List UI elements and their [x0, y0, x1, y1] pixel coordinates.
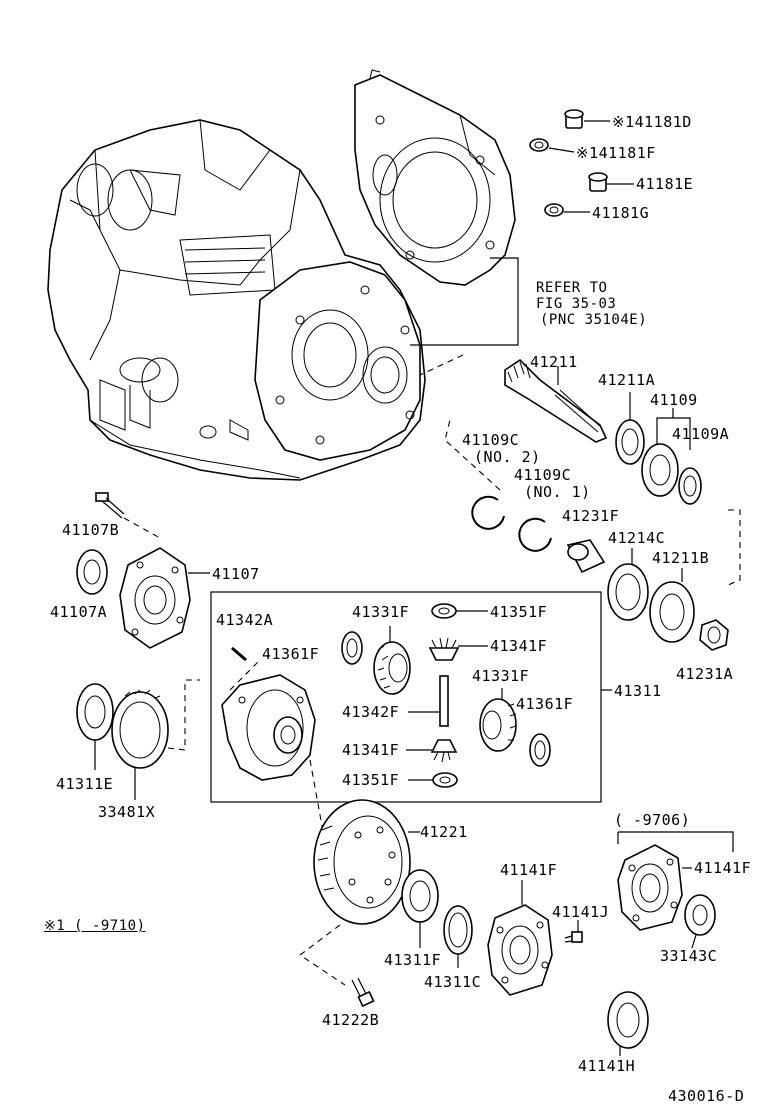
bearing-41311E-drawing — [76, 683, 114, 770]
part-label-41351F-a[interactable]: 41351F — [490, 603, 548, 621]
part-label-41211[interactable]: 41211 — [530, 353, 578, 371]
part-label-41109C-no1[interactable]: 41109C — [514, 466, 572, 484]
snap-ring-41109C-no1-drawing — [518, 517, 552, 552]
part-label-41211A[interactable]: 41211A — [598, 371, 656, 389]
gasket-41181G-drawing — [544, 203, 590, 217]
part-label-41109[interactable]: 41109 — [650, 391, 698, 409]
side-gear-41331F-b-drawing — [479, 688, 517, 752]
bearing-41107A-drawing — [76, 549, 108, 595]
gasket-41181F-drawing — [529, 138, 575, 153]
bearing-41211B-drawing — [649, 568, 695, 643]
part-label-41222B[interactable]: 41222B — [322, 1011, 380, 1029]
part-label-41141F-a[interactable]: 41141F — [500, 861, 558, 879]
part-label-41109A[interactable]: 41109A — [672, 425, 730, 443]
race-41311C-drawing — [443, 905, 473, 968]
differential-kit-41311-frame — [210, 591, 602, 803]
part-label-41214C[interactable]: 41214C — [608, 529, 666, 547]
part-label-41109C-no1-note: (NO. 1) — [524, 483, 591, 501]
part-label-41141F-b[interactable]: 41141F — [694, 859, 752, 877]
plug-41181D-drawing — [564, 109, 610, 129]
figure-code: 430016-D — [668, 1087, 745, 1105]
plug-41181E-drawing — [588, 172, 634, 192]
transaxle-case-drawing — [47, 119, 426, 481]
part-label-41231A[interactable]: 41231A — [676, 665, 734, 683]
retainer-41141F-b-drawing — [617, 844, 692, 931]
nut-41231A-drawing — [699, 619, 729, 651]
pinion-shaft-41342F-drawing — [408, 675, 449, 727]
pinion-41341F-b-drawing — [406, 739, 458, 763]
refer-note-line2: FIG 35-03 — [536, 296, 617, 312]
snap-ring-41109C-no2-drawing — [444, 419, 505, 530]
pinion-shaft-41211-drawing — [419, 354, 608, 443]
refer-note-line1: REFER TO — [536, 280, 608, 296]
part-label-41331F-a[interactable]: 41331F — [352, 603, 410, 621]
bearing-41109-drawing — [641, 408, 702, 505]
bolt-41222B-drawing — [351, 977, 375, 1008]
part-label-41181G[interactable]: 41181G — [592, 204, 650, 222]
refer-note-line3: (PNC 35104E) — [540, 312, 648, 328]
footnote-range: ※1 ( -9710) — [44, 918, 146, 934]
part-label-41107A[interactable]: 41107A — [50, 603, 108, 621]
gear-33143C-drawing — [684, 894, 716, 949]
part-label-41109C-no2[interactable]: 41109C — [462, 431, 520, 449]
part-label-41341F-a[interactable]: 41341F — [490, 637, 548, 655]
pin-41342A-drawing — [231, 646, 247, 662]
bolt-41141J-drawing — [564, 920, 583, 943]
part-label-41141J[interactable]: 41141J — [552, 903, 610, 921]
washer-41361F-b-drawing — [529, 733, 551, 767]
part-label-33481X[interactable]: 33481X — [98, 803, 156, 821]
washer-41351F-a-drawing — [431, 603, 488, 619]
bearing-41211A-drawing — [615, 392, 645, 465]
part-label-41107B[interactable]: 41107B — [62, 521, 120, 539]
converter-housing-drawing — [354, 69, 516, 286]
part-label-41141H[interactable]: 41141H — [578, 1057, 636, 1075]
part-label-33143C[interactable]: 33143C — [660, 947, 718, 965]
part-label-41311[interactable]: 41311 — [614, 682, 662, 700]
bolt-41107B-drawing — [95, 492, 161, 539]
part-label-41109C-no2-note: (NO. 2) — [474, 448, 541, 466]
part-label-41211B[interactable]: 41211B — [652, 549, 710, 567]
part-label-41231F[interactable]: 41231F — [562, 507, 620, 525]
part-label-41361F-a[interactable]: 41361F — [262, 645, 320, 663]
retainer-41107-drawing — [119, 547, 210, 649]
part-label-41311E[interactable]: 41311E — [56, 775, 114, 793]
side-gear-41331F-a-drawing — [373, 626, 411, 695]
part-label-41351F-b[interactable]: 41351F — [342, 771, 400, 789]
bushing-41231F-drawing — [566, 539, 606, 574]
retainer-41141F-a-drawing — [487, 880, 553, 996]
part-label-41342F[interactable]: 41342F — [342, 703, 400, 721]
washer-41351F-b-drawing — [408, 772, 458, 788]
part-label-41341F-b[interactable]: 41341F — [342, 741, 400, 759]
part-label-41311F[interactable]: 41311F — [384, 951, 442, 969]
part-label-41181F[interactable]: ※141181F — [576, 144, 656, 162]
part-label-41342A[interactable]: 41342A — [216, 611, 274, 629]
ring-gear-41221-drawing — [299, 799, 420, 986]
part-label-41311C[interactable]: 41311C — [424, 973, 482, 991]
race-41214C-drawing — [607, 548, 649, 621]
bearing-41311F-drawing — [401, 869, 439, 948]
part-label-range-9706: ( -9706) — [614, 811, 691, 829]
part-label-41181D[interactable]: ※141181D — [612, 113, 692, 131]
part-label-41107[interactable]: 41107 — [212, 565, 260, 583]
washer-41361F-a-drawing — [341, 631, 363, 665]
part-label-41361F-b[interactable]: 41361F — [516, 695, 574, 713]
pinion-41341F-a-drawing — [428, 637, 488, 661]
part-label-41221[interactable]: 41221 — [420, 823, 468, 841]
differential-case-drawing — [221, 659, 331, 871]
part-label-41331F-b[interactable]: 41331F — [472, 667, 530, 685]
seal-41141H-drawing — [607, 991, 649, 1056]
gear-33481X-drawing — [111, 679, 200, 800]
part-label-41181E[interactable]: 41181E — [636, 175, 694, 193]
